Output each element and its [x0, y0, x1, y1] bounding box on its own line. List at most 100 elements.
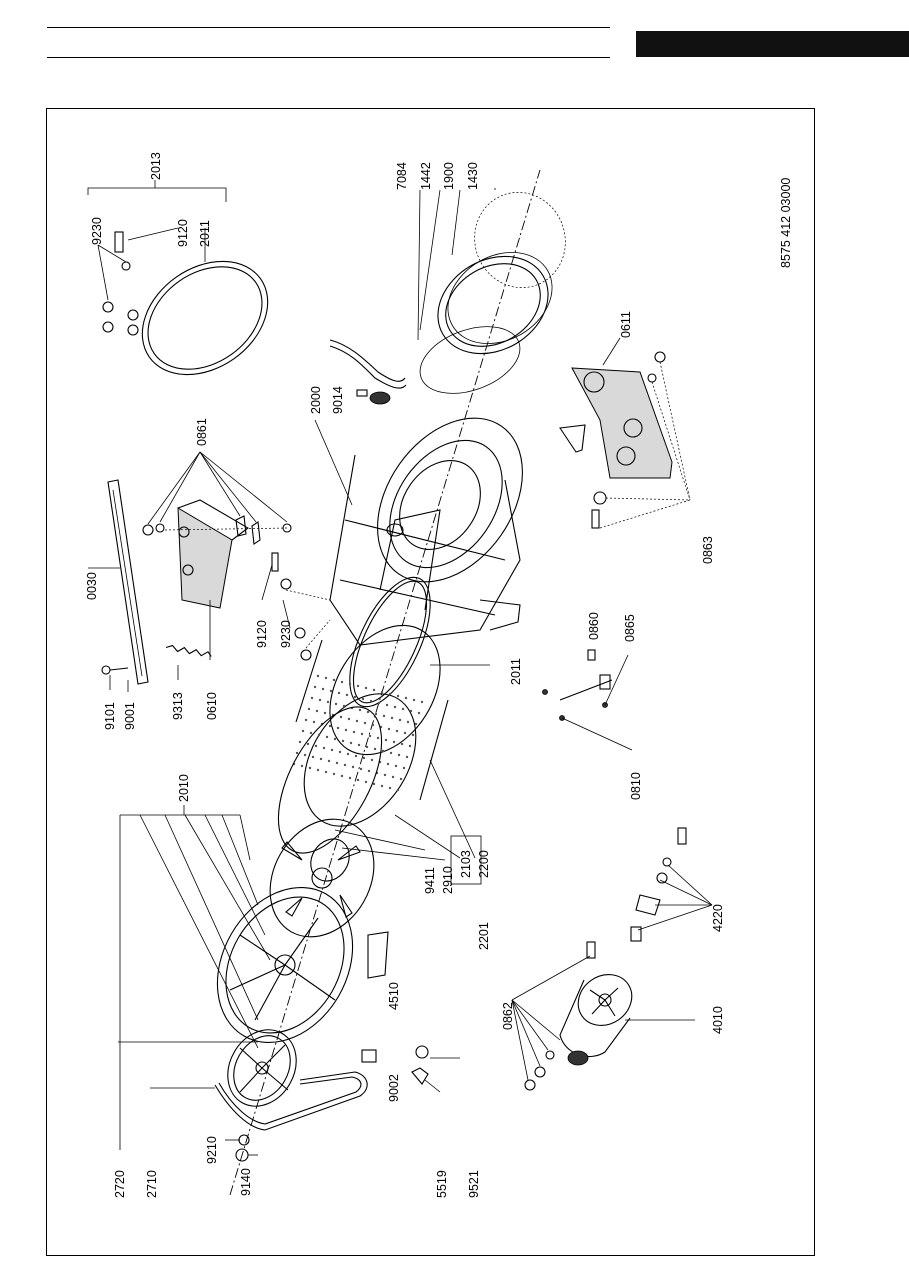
- drum-perforation-dot: [396, 788, 400, 792]
- label-2910: 2910: [441, 866, 455, 894]
- part-5519: [411, 1067, 429, 1085]
- drum-perforation-dot: [345, 693, 349, 697]
- part-9002: [361, 1049, 377, 1063]
- drum-perforation-dot: [386, 762, 390, 766]
- drum-perforation-dot: [396, 694, 400, 698]
- drum-perforation-dot: [332, 678, 336, 682]
- label-2013: 2013: [149, 152, 163, 180]
- drum-perforation-dot: [311, 755, 315, 759]
- label-9014: 9014: [331, 386, 345, 414]
- nut-0863c: [593, 491, 607, 505]
- drum-perforation-dot: [376, 736, 380, 740]
- drum-perforation-dot: [340, 680, 344, 684]
- leader-2103: [394, 814, 461, 859]
- drum-perforation-dot: [298, 740, 302, 744]
- drum-perforation-dot: [381, 749, 385, 753]
- drum-perforation-dot: [327, 759, 331, 763]
- bolt-0861e: [282, 523, 292, 533]
- drum-perforation-dot: [325, 735, 329, 739]
- header-tab-bar: [636, 31, 909, 57]
- bracket-0610: [177, 499, 249, 609]
- label-2200: 2200: [477, 850, 491, 878]
- drum-perforation-dot: [390, 716, 394, 720]
- rail-0030: [101, 479, 149, 685]
- drum-perforation-dot: [353, 695, 357, 699]
- nut-9230d: [300, 649, 312, 661]
- leader-0863-b: [659, 361, 691, 501]
- leader-0863-d: [605, 497, 691, 501]
- inner-drum-2200: [295, 624, 449, 882]
- front-seal-1900: [419, 191, 566, 394]
- drum-perforation-dot: [405, 755, 409, 759]
- drum-perforation-dot: [300, 764, 304, 768]
- motor-bracket-4220: [630, 827, 687, 942]
- drum-perforation-dot: [304, 718, 308, 722]
- drum-perforation-dot: [303, 753, 307, 757]
- label-9521: 9521: [467, 1170, 481, 1198]
- leader-0862-a: [511, 999, 529, 1081]
- leader-0861-a: [147, 451, 201, 525]
- drum-perforation-dot: [388, 786, 392, 790]
- label-0611: 0611: [619, 311, 633, 338]
- leader-9230b: [282, 599, 291, 629]
- label-0810: 0810: [629, 772, 643, 800]
- leader-0861-b: [159, 451, 201, 523]
- label-5519: 5519: [435, 1170, 449, 1198]
- label-9210: 9210: [205, 1136, 219, 1164]
- drum-perforation-dot: [372, 782, 376, 786]
- label-9230b: 9230: [279, 620, 293, 648]
- drum-perforation-dot: [372, 688, 376, 692]
- drum-perforation-dot: [394, 764, 398, 768]
- leader-9120b: [261, 564, 273, 601]
- leader-9120a: [127, 227, 179, 241]
- label-1900: 1900: [442, 162, 456, 190]
- washer-0861c: [235, 515, 247, 537]
- drum-perforation-dot: [319, 757, 323, 761]
- drum-perforation-dot: [384, 738, 388, 742]
- drum-perforation-dot: [404, 696, 408, 700]
- drum-perforation-dot: [326, 700, 330, 704]
- leader-0861-c: [199, 451, 241, 517]
- label-1442: 1442: [419, 162, 433, 190]
- leader-4220-d: [637, 904, 713, 931]
- drum-perforation-dot: [338, 750, 342, 754]
- leader-7084: [417, 189, 421, 341]
- bolt-0863: [591, 509, 600, 529]
- label-0862: 0862: [501, 1002, 515, 1030]
- drum-perforation-dot: [400, 742, 404, 746]
- drum-perforation-dot: [377, 701, 381, 705]
- washer-0861b: [155, 523, 165, 533]
- drum-perforation-dot: [363, 721, 367, 725]
- label-0861: 0861: [195, 418, 209, 446]
- leader-0865: [604, 654, 629, 706]
- drum-perforation-dot: [313, 685, 317, 689]
- pulley-2720: [227, 1029, 297, 1107]
- drum-perforation-dot: [316, 768, 320, 772]
- drum-perforation-dot: [312, 720, 316, 724]
- bracket-2103-2200: [450, 835, 482, 885]
- nut-9230c: [294, 627, 306, 639]
- drum-perforation-dot: [340, 774, 344, 778]
- rear-cover-2010: [216, 886, 354, 1044]
- drum-perforation-dot: [314, 744, 318, 748]
- spring-9313: [165, 644, 212, 657]
- leader-0862-b: [511, 999, 541, 1067]
- drum-perforation-dot: [365, 745, 369, 749]
- label-2000: 2000: [309, 386, 323, 414]
- fastener-axis-9230-2: [305, 619, 331, 649]
- tub-seal-ring-2011: [349, 576, 431, 708]
- leader-2000: [314, 419, 353, 506]
- drum-perforation-dot: [420, 700, 424, 704]
- label-2011b: 2011: [509, 658, 523, 685]
- drum-axis-line: [229, 169, 541, 1196]
- drum-perforation-dot: [332, 772, 336, 776]
- leader-0862-c: [511, 999, 549, 1051]
- drum-perforation-dot: [329, 689, 333, 693]
- drum-perforation-dot: [361, 697, 365, 701]
- outer-tub-2000: [329, 417, 523, 646]
- drum-perforation-dot: [348, 776, 352, 780]
- leader-0861-d: [199, 451, 257, 523]
- drum-perforation-dot: [341, 739, 345, 743]
- drum-perforation-dot: [385, 703, 389, 707]
- leader-2010-e: [164, 814, 259, 1021]
